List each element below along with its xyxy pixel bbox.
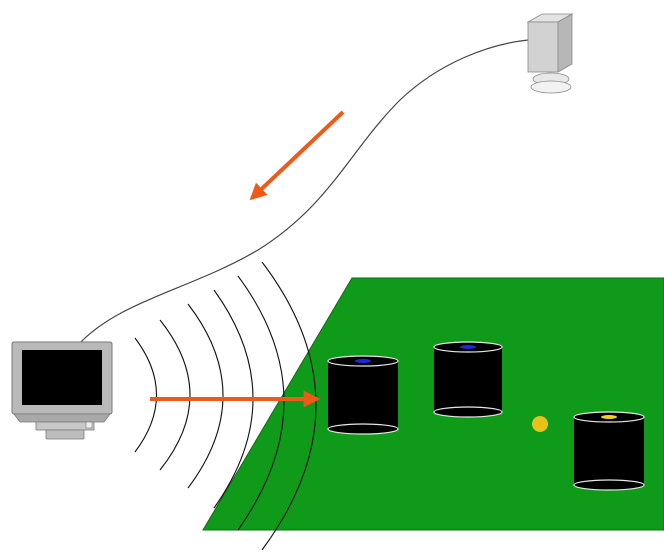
device-3 (573, 411, 645, 491)
device-1-led (355, 359, 371, 363)
flow-arrow-downward (249, 110, 345, 201)
camera-icon (526, 13, 574, 94)
device-2-led (460, 345, 476, 349)
yellow-marker-dot (532, 416, 548, 432)
wave-arc-5 (237, 275, 285, 531)
cable-line (77, 39, 529, 346)
wave-arc-3 (187, 303, 224, 489)
wave-arc-1 (134, 337, 158, 453)
wave-arc-2 (159, 319, 191, 471)
device-2 (433, 341, 503, 418)
device-3-led (601, 415, 617, 419)
monitor-icon (11, 341, 113, 440)
circuit-board (202, 277, 664, 531)
device-1 (327, 355, 399, 435)
